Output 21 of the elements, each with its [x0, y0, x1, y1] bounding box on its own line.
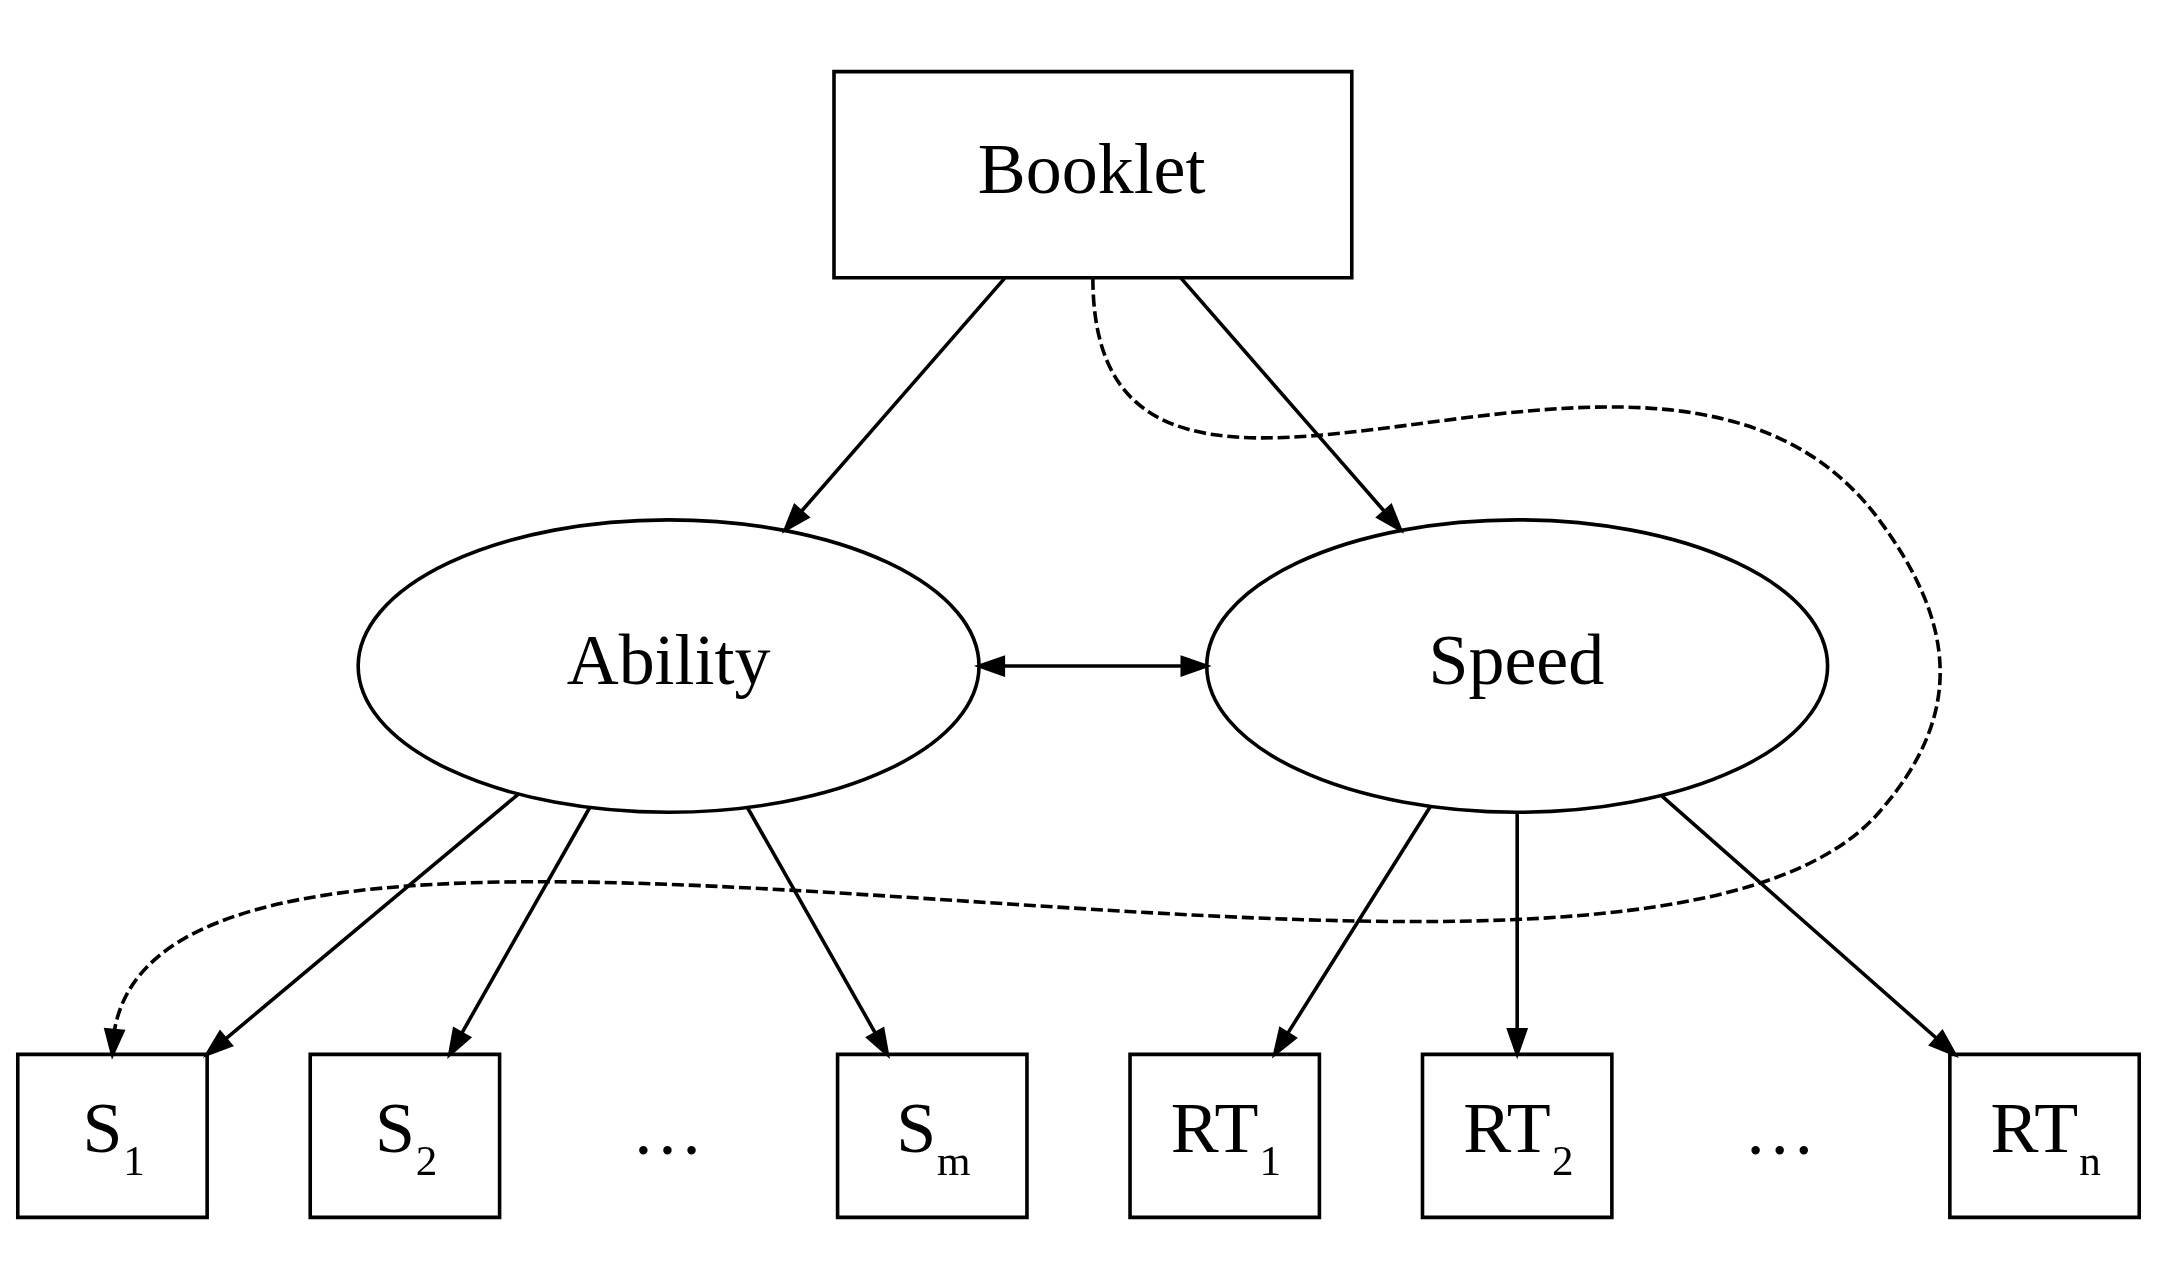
arrow	[1660, 794, 1959, 1058]
arrow	[781, 276, 1007, 534]
node-ellipse: Speed	[1204, 517, 1830, 814]
arrow	[103, 276, 1941, 1060]
node-box: Booklet	[832, 69, 1354, 280]
node-box: S$_{1}$	[15, 1052, 209, 1219]
arrow	[202, 792, 520, 1058]
node-box: RT$_{2}$	[1420, 1052, 1614, 1219]
arrow	[1506, 811, 1529, 1059]
node-box: RT$_{1}$	[1128, 1052, 1322, 1219]
arrow	[1271, 805, 1432, 1058]
node-ellipse: Ability	[356, 517, 981, 814]
label: …	[1743, 1089, 1816, 1170]
arrow	[746, 806, 890, 1059]
arrow	[447, 806, 592, 1059]
node-box: S$_{m}$	[835, 1052, 1029, 1219]
label: …	[631, 1089, 704, 1170]
arrow	[1179, 276, 1404, 534]
node-box: S$_{2}$	[308, 1052, 502, 1219]
arrow	[973, 654, 1212, 677]
node-box: RT$_{n}$	[1948, 1052, 2142, 1219]
